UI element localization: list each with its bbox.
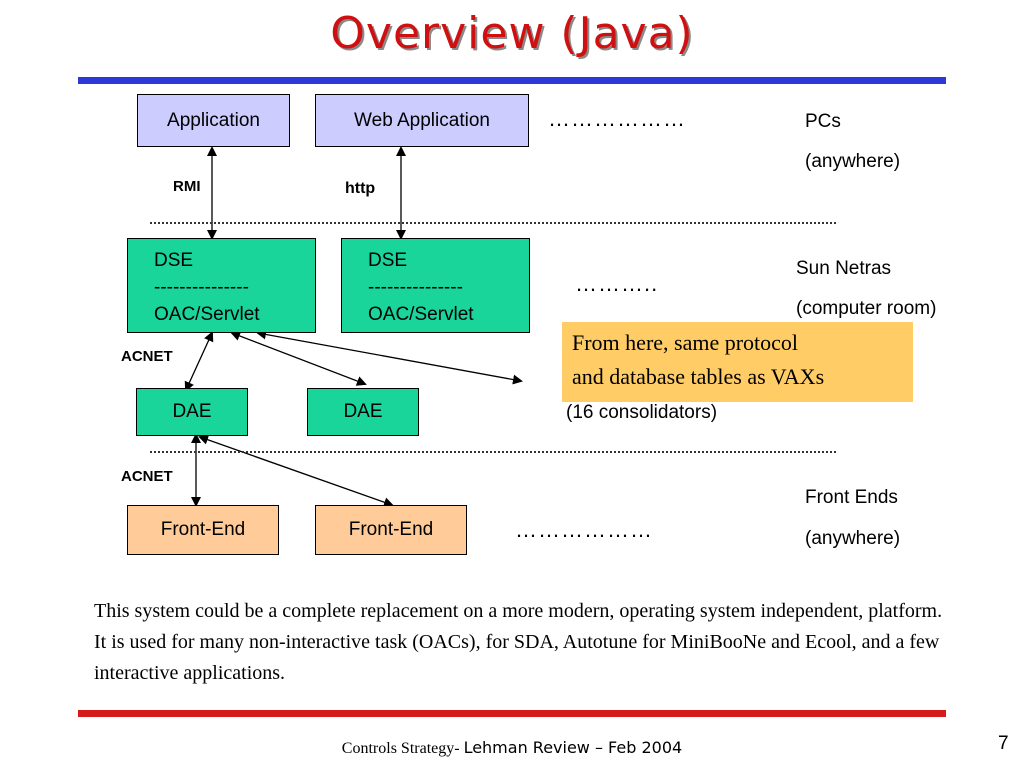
dotted-separator-bottom [150, 451, 836, 453]
pcs-location-label: (anywhere) [805, 151, 901, 172]
dse-left-divider: --------------- [154, 277, 249, 298]
consolidators-label: (16 consolidators) [566, 402, 718, 423]
sun-ellipsis: ……….. [575, 271, 659, 296]
sun-netras-label: Sun Netras [796, 258, 892, 279]
front-end-box-right: Front-End [315, 505, 467, 555]
footer-review: Lehman Review – Feb 2004 [463, 738, 683, 757]
front-end-ellipsis: ……………… [515, 517, 653, 542]
acnet-label-bottom: ACNET [121, 468, 173, 485]
http-label: http [345, 180, 376, 197]
acnet-label-top: ACNET [121, 348, 173, 365]
web-application-box: Web Application [315, 94, 529, 147]
dse-box-left: DSE --------------- OAC/Servlet [127, 238, 316, 333]
pcs-ellipsis: ……………… [548, 106, 686, 131]
front-end-box-left: Front-End [127, 505, 279, 555]
dae-right-label: DAE [343, 401, 383, 422]
front-ends-label: Front Ends [805, 487, 898, 508]
dse-left-title: DSE [154, 250, 194, 271]
dse-right-title: DSE [368, 250, 408, 271]
computer-room-label: (computer room) [796, 298, 937, 319]
application-box: Application [137, 94, 290, 147]
note-line1: From here, same protocol [572, 330, 799, 355]
dae-left-label: DAE [172, 401, 212, 422]
dotted-separator-top [150, 222, 836, 224]
page-number: 7 [998, 733, 1009, 754]
front-end-left-label: Front-End [160, 519, 246, 540]
front-end-right-label: Front-End [348, 519, 434, 540]
application-label: Application [167, 109, 260, 131]
note-line2: and database tables as VAXs [572, 364, 825, 389]
dse-right-divider: --------------- [368, 277, 463, 298]
footer-course: Controls Strategy- [341, 740, 464, 757]
top-divider [78, 77, 946, 84]
dse-box-right: DSE --------------- OAC/Servlet [341, 238, 530, 333]
acnet-arrow-fe2 [198, 434, 394, 508]
front-ends-location-label: (anywhere) [805, 528, 901, 549]
acnet-arrow-dae [184, 331, 214, 392]
vax-protocol-note: From here, same protocol and database ta… [562, 322, 913, 402]
dae-box-left: DAE [136, 388, 248, 436]
dse-left-servlet: OAC/Servlet [154, 304, 260, 325]
pcs-label: PCs [805, 111, 841, 132]
description-paragraph: This system could be a complete replacem… [94, 600, 943, 684]
acnet-arrow-vax [256, 329, 523, 385]
footer: Controls Strategy- Lehman Review – Feb 2… [0, 738, 1024, 758]
web-application-label: Web Application [354, 109, 490, 131]
bottom-divider [78, 710, 946, 717]
rmi-label: RMI [173, 178, 201, 195]
dse-right-servlet: OAC/Servlet [368, 304, 474, 325]
slide-title: Overview (Java) [330, 8, 694, 59]
dae-box-right: DAE [307, 388, 419, 436]
